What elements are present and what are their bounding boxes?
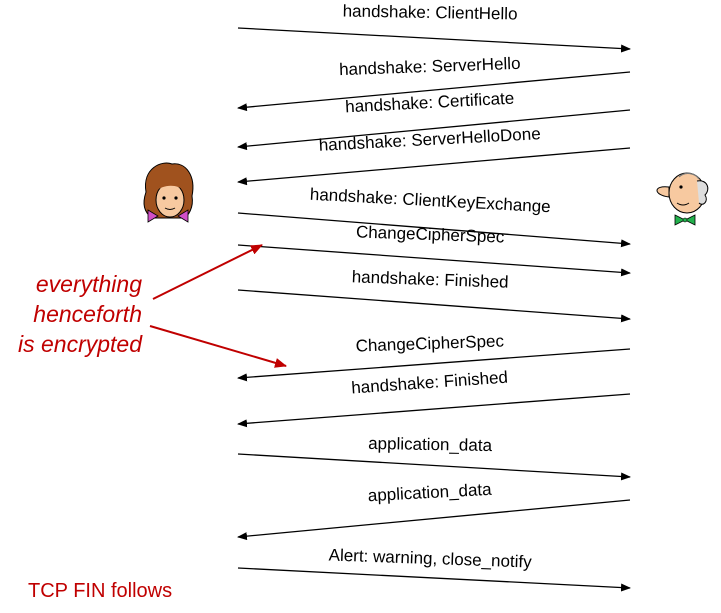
annotation-arrow-client xyxy=(152,244,263,300)
woman-face-icon xyxy=(143,162,194,223)
man-face-icon xyxy=(656,172,709,226)
message-arrow-10 xyxy=(237,453,631,481)
message-label-7: handshake: Finished xyxy=(351,267,508,291)
message-label-12: Alert: warning, close_notify xyxy=(328,545,532,571)
message-label-6: ChangeCipherSpec xyxy=(356,222,505,246)
message-label-9: handshake: Finished xyxy=(351,368,509,398)
message-arrow-11 xyxy=(237,499,631,541)
message-arrow-5 xyxy=(237,212,631,248)
footer-note: TCP FIN follows xyxy=(28,580,172,602)
message-arrow-2 xyxy=(237,71,631,112)
message-arrow-4 xyxy=(237,147,631,186)
annotation-arrow-server xyxy=(149,325,287,368)
annotation-line-3: is encrypted xyxy=(18,331,143,357)
message-label-11: application_data xyxy=(367,480,492,505)
message-label-10: application_data xyxy=(368,434,493,455)
message-arrow-6 xyxy=(237,244,631,277)
message-arrow-3 xyxy=(237,109,631,151)
message-label-2: handshake: ServerHello xyxy=(339,54,521,79)
message-label-5: handshake: ClientKeyExchange xyxy=(309,185,551,217)
annotation-line-1: everything xyxy=(36,271,142,297)
message-arrow-12 xyxy=(237,567,631,592)
message-label-8: ChangeCipherSpec xyxy=(355,331,504,355)
message-list: handshake: ClientHello handshake: ServerH… xyxy=(237,1,631,592)
message-arrow-9 xyxy=(237,393,631,428)
annotation-line-2: henceforth xyxy=(33,301,142,327)
message-arrow-1 xyxy=(237,27,631,53)
message-arrow-7 xyxy=(237,289,631,323)
message-arrow-8 xyxy=(237,348,631,382)
message-label-3: handshake: Certificate xyxy=(345,89,515,117)
message-label-1: handshake: ClientHello xyxy=(343,1,518,23)
